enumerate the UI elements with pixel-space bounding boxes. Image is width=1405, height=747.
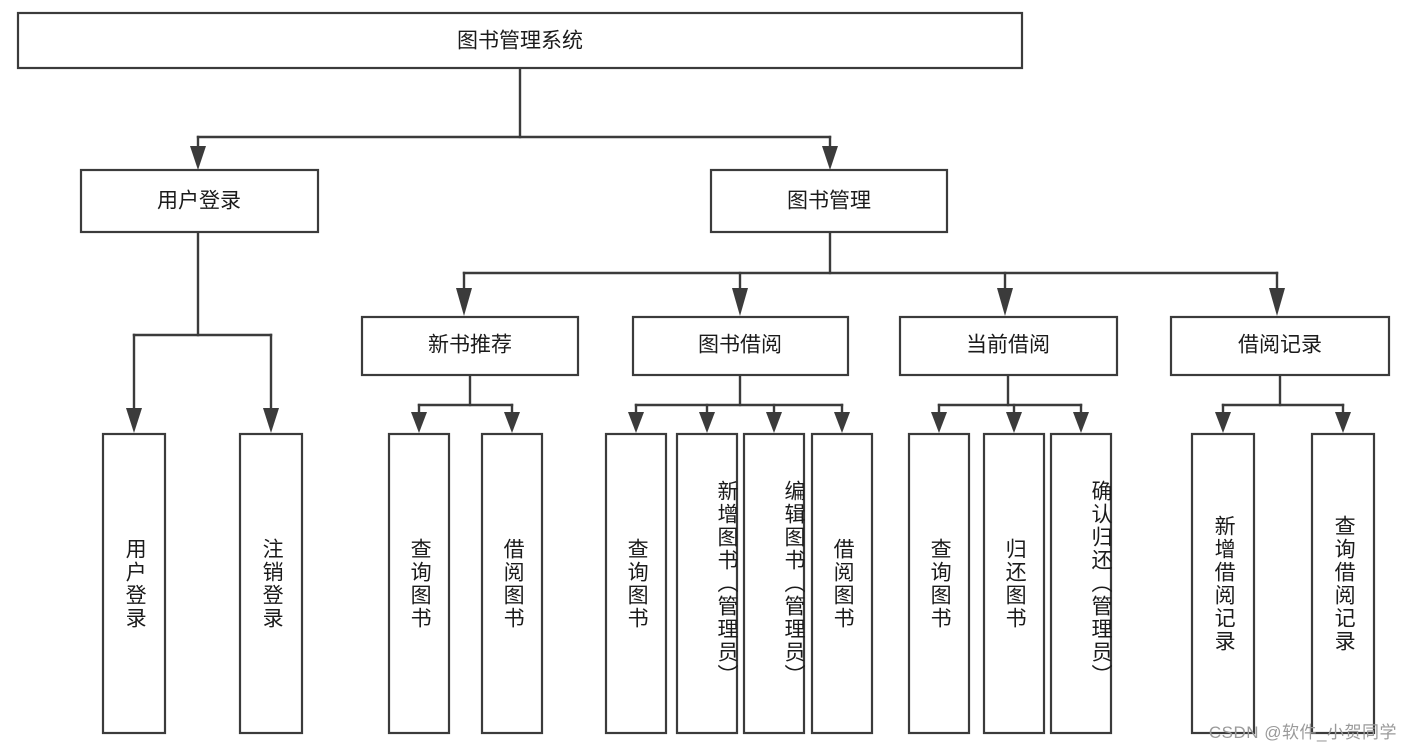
node-current-borrow-label: 当前借阅: [966, 334, 1050, 357]
arrow-head-icon: [263, 408, 279, 433]
node-new-book-recommend[interactable]: 新书推荐: [360, 315, 580, 377]
leaf-box-add-book-admin[interactable]: [675, 432, 739, 735]
watermark: CSDN @软件_小贺同学: [1208, 723, 1397, 742]
node-user-login[interactable]: 用户登录: [79, 168, 320, 234]
leaf-box-edit-book-admin[interactable]: [742, 432, 806, 735]
node-borrow-record[interactable]: 借阅记录: [1169, 315, 1391, 377]
arrow-head-icon: [126, 408, 142, 433]
arrow-head-icon: [822, 146, 838, 170]
arrow-head-icon: [190, 146, 206, 170]
arrow-head-icon: [456, 288, 472, 316]
leaf-box-query-book-borrow[interactable]: [604, 432, 668, 735]
node-root-box[interactable]: [16, 11, 1024, 70]
leaf-box-add-borrow-record[interactable]: [1190, 432, 1256, 735]
arrow-head-icon: [1006, 412, 1022, 433]
arrow-head-icon: [1073, 412, 1089, 433]
leaf-box-confirm-return-admin[interactable]: [1049, 432, 1113, 735]
arrow-head-icon: [1215, 412, 1231, 433]
arrow-head-icon: [931, 412, 947, 433]
arrow-head-icon: [834, 412, 850, 433]
edges-user-login-to-leaves: [126, 230, 279, 433]
leaf-box-borrow-book[interactable]: [810, 432, 874, 735]
edges-root-to-level2: [190, 66, 838, 170]
edges-bookmgmt-to-level3: [456, 230, 1285, 316]
node-new-book-recommend-box[interactable]: [360, 315, 580, 377]
arrow-head-icon: [1269, 288, 1285, 316]
node-book-management-box[interactable]: [709, 168, 949, 234]
leaf-box-return-book[interactable]: [982, 432, 1046, 735]
edges-newbook-to-leaves: [411, 373, 520, 433]
node-current-borrow-box[interactable]: [898, 315, 1119, 377]
edges-currentborrow-to-leaves: [931, 373, 1089, 433]
leaf-box-query-book-current[interactable]: [907, 432, 971, 735]
node-book-borrow[interactable]: 图书借阅: [631, 315, 850, 377]
node-book-borrow-box[interactable]: [631, 315, 850, 377]
leaf-box-query-book-newbook[interactable]: [387, 432, 451, 735]
node-user-login-box[interactable]: [79, 168, 320, 234]
arrow-head-icon: [411, 412, 427, 433]
arrow-head-icon: [699, 412, 715, 433]
node-borrow-record-label: 借阅记录: [1238, 334, 1322, 357]
node-book-management[interactable]: 图书管理: [709, 168, 949, 234]
leaf-box-query-borrow-record[interactable]: [1310, 432, 1376, 735]
arrow-head-icon: [504, 412, 520, 433]
edges-bookborrow-to-leaves: [628, 373, 850, 433]
leaf-box-logout[interactable]: [238, 432, 304, 735]
node-book-borrow-label: 图书借阅: [698, 334, 782, 357]
node-root-label: 图书管理系统: [457, 30, 583, 53]
node-user-login-label: 用户登录: [157, 190, 241, 213]
node-book-management-label: 图书管理: [787, 190, 871, 213]
arrow-head-icon: [997, 288, 1013, 316]
arrow-head-icon: [628, 412, 644, 433]
leaf-box-borrow-book-newbook[interactable]: [480, 432, 544, 735]
arrow-head-icon: [766, 412, 782, 433]
node-current-borrow[interactable]: 当前借阅: [898, 315, 1119, 377]
leaf-box-user-login[interactable]: [101, 432, 167, 735]
arrow-head-icon: [732, 288, 748, 316]
node-new-book-recommend-label: 新书推荐: [428, 334, 512, 357]
node-root[interactable]: 图书管理系统: [16, 11, 1024, 70]
arrow-head-icon: [1335, 412, 1351, 433]
node-borrow-record-box[interactable]: [1169, 315, 1391, 377]
edges-borrowrecord-to-leaves: [1215, 373, 1351, 433]
